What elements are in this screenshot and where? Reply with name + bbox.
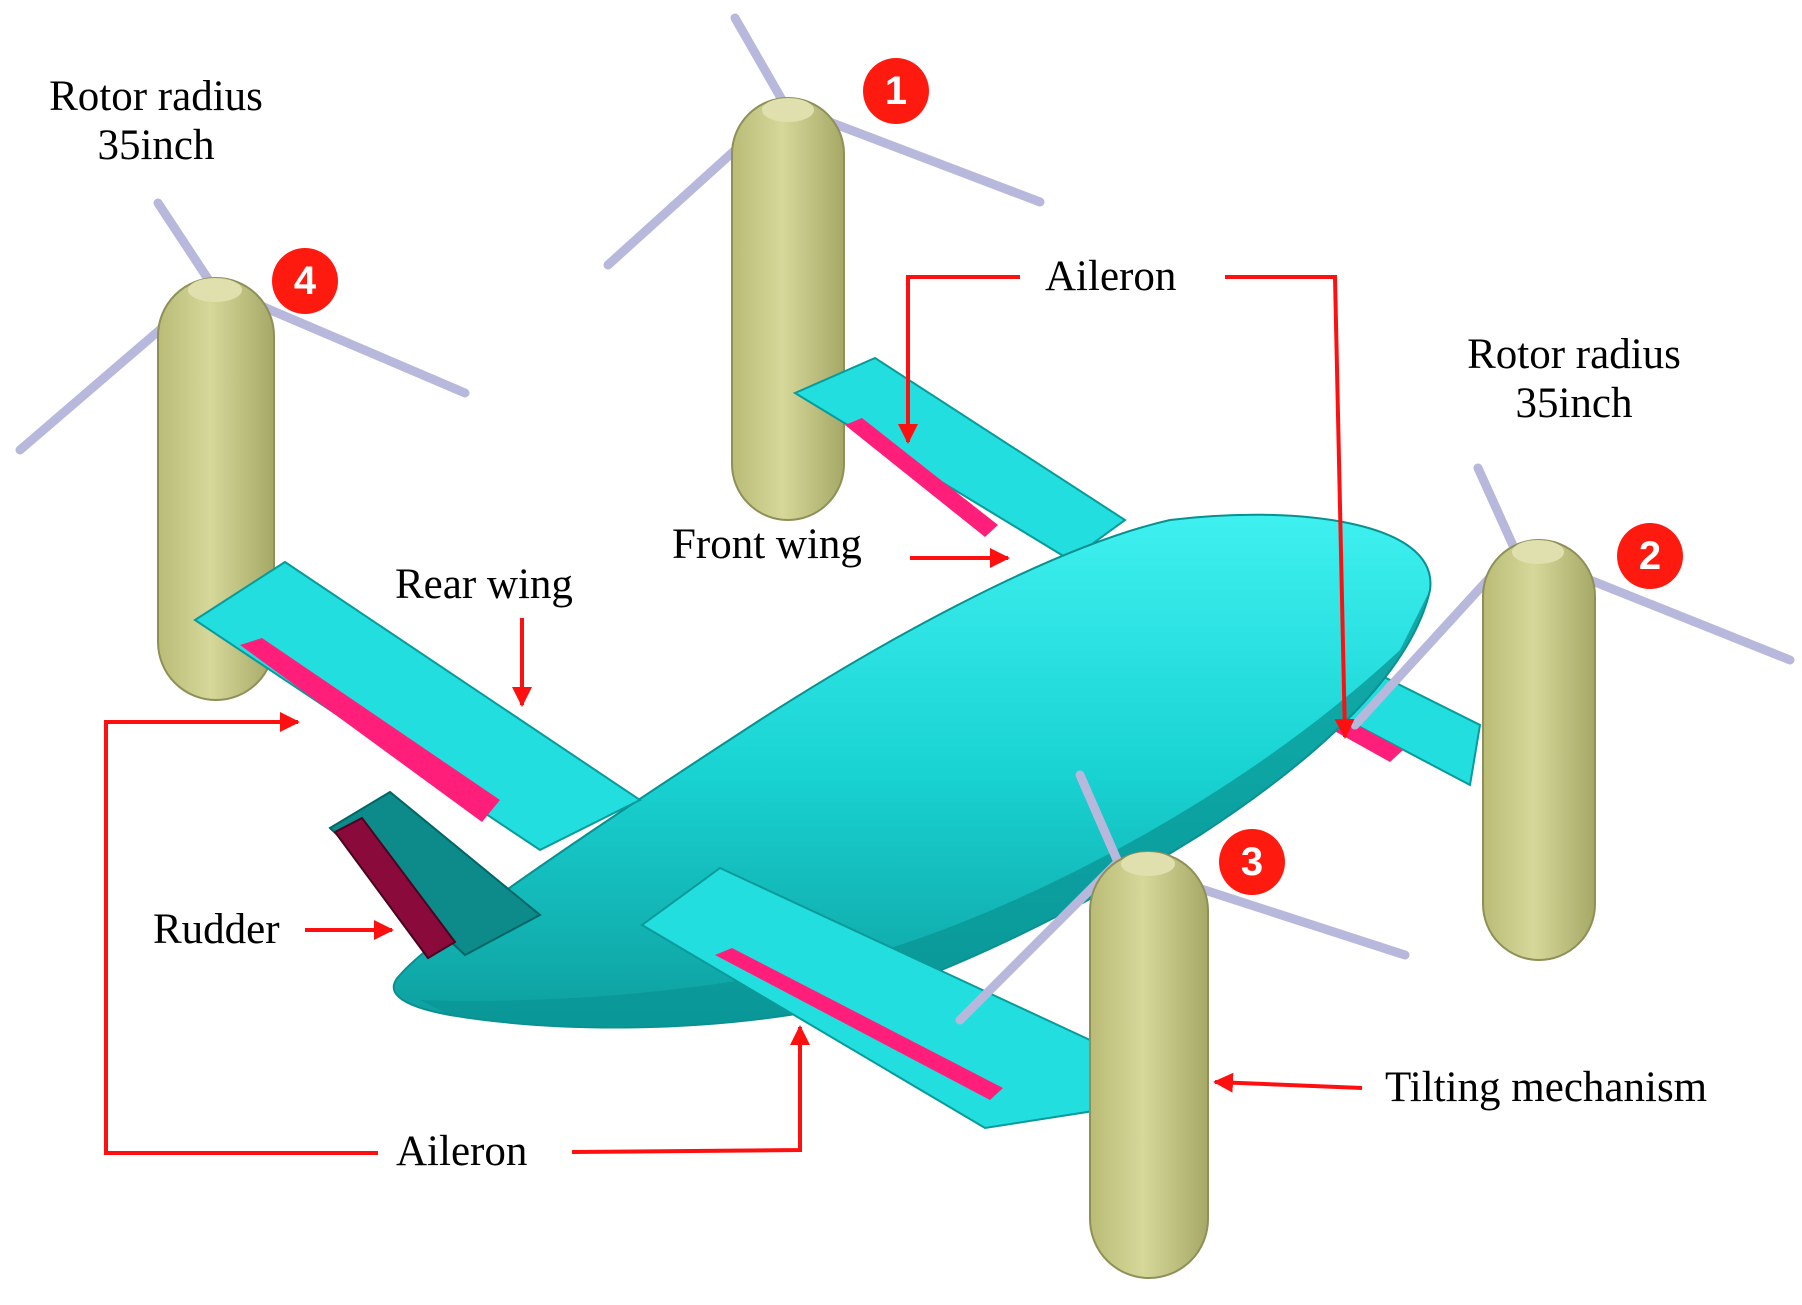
- rotor-2: [1350, 463, 1795, 961]
- front-wing-label: Front wing: [672, 521, 862, 568]
- rotor-3-nacelle: [1089, 851, 1209, 1279]
- rotor-3-badge: 3: [1219, 829, 1285, 895]
- aileron-top-arrow-left: [898, 275, 1020, 444]
- rear-wing-label: Rear wing: [395, 561, 573, 608]
- rotor-radius-left-line2: 35inch: [97, 122, 215, 170]
- rotor-radius-left-label: Rotor radius 35inch: [30, 72, 282, 171]
- rotor-1-nacelle: [731, 97, 845, 521]
- fuselage: [392, 513, 1432, 1029]
- rotor-1: [603, 13, 1045, 521]
- rotor-radius-left-line1: Rotor radius: [49, 73, 263, 120]
- aileron-top-label: Aileron: [1045, 253, 1177, 300]
- rotor-radius-right-label: Rotor radius 35inch: [1448, 330, 1700, 429]
- rotor-1-badge: 1: [863, 58, 929, 124]
- rudder-label: Rudder: [153, 906, 280, 953]
- rotor-2-nacelle: [1482, 539, 1596, 961]
- aileron-bottom-arrow-right: [571, 1025, 810, 1154]
- tilting-mechanism-arrow: [1213, 1072, 1363, 1093]
- lower-wing-aileron: [715, 948, 1003, 1100]
- aileron-bottom-label: Aileron: [396, 1128, 528, 1175]
- rear-wing-aileron: [240, 638, 500, 822]
- rotor-4-badge: 4: [272, 248, 338, 314]
- aileron-top-arrow-right: [1225, 275, 1355, 739]
- rotor-2-badge: 2: [1617, 523, 1683, 589]
- tail: [328, 790, 542, 960]
- rudder-surface: [333, 816, 457, 960]
- callout-arrows: [104, 275, 1363, 1155]
- rotor-3: [955, 770, 1410, 1279]
- front-wing-aileron: [845, 418, 998, 537]
- rear-wing: [193, 560, 642, 852]
- rotor-radius-right-line2: 35inch: [1515, 380, 1633, 428]
- aileron-bottom-arrow-left: [104, 712, 378, 1155]
- rotor-radius-right-line1: Rotor radius: [1467, 331, 1681, 378]
- tilting-mechanism-label: Tilting mechanism: [1385, 1064, 1708, 1111]
